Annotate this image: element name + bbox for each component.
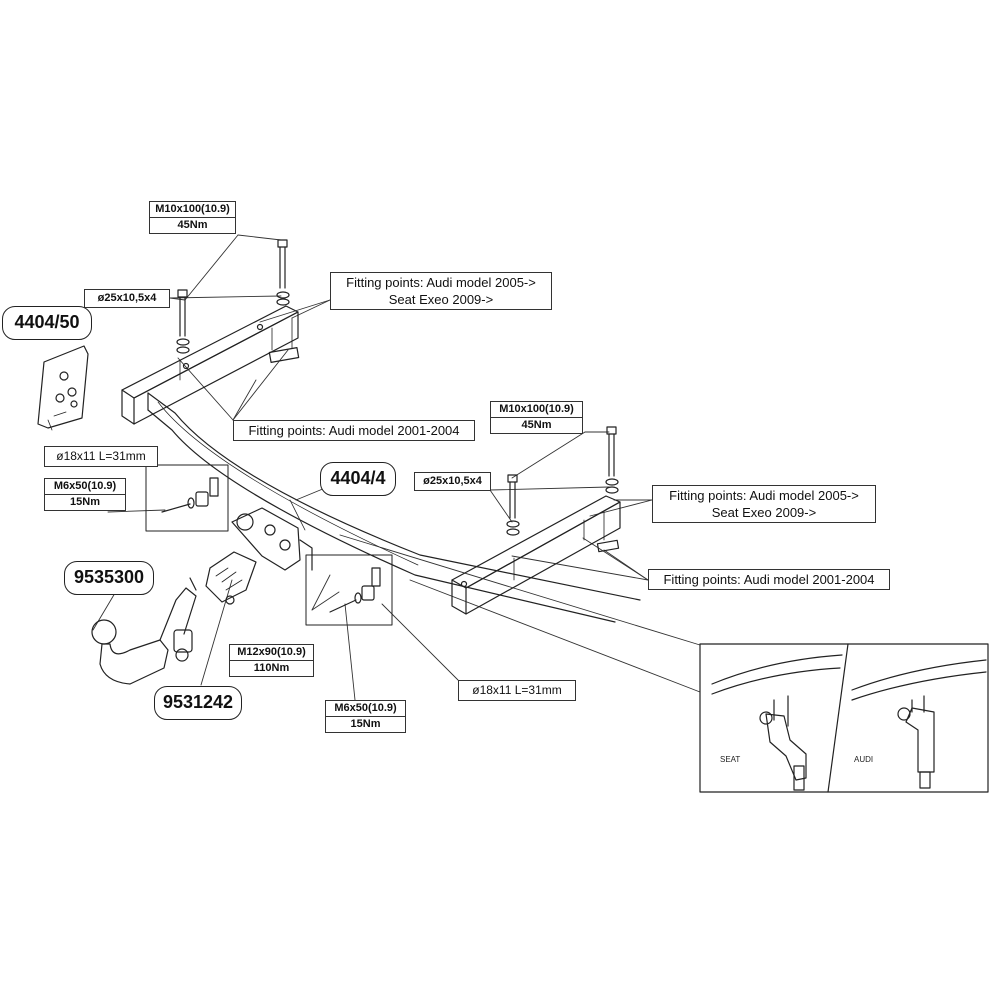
center-bolt-label: M12x90(10.9) 110Nm xyxy=(229,644,314,677)
neck-bracket xyxy=(231,507,313,571)
bolt-torque: 45Nm xyxy=(177,219,208,231)
center-spacer-detail xyxy=(305,554,393,626)
right-bracket xyxy=(451,495,621,615)
bolt-size: M10x100(10.9) xyxy=(150,202,235,218)
part-number-socket: 9531242 xyxy=(154,686,242,720)
left-spacer-label: ø18x11 L=31mm xyxy=(44,446,158,467)
socket-bracket xyxy=(205,551,257,605)
detail-label-seat: SEAT xyxy=(720,755,741,764)
bolt-torque: 45Nm xyxy=(521,419,552,431)
center-small-bolt-label: M6x50(10.9) 15Nm xyxy=(325,700,406,733)
center-spacer-label: ø18x11 L=31mm xyxy=(458,680,576,701)
crossbar xyxy=(147,392,641,623)
right-fitting-old-label: Fitting points: Audi model 2001-2004 xyxy=(648,569,890,590)
kit-bag xyxy=(37,345,89,431)
right-fitting-new-line1: Fitting points: Audi model 2005-> xyxy=(669,488,859,503)
bolt-torque: 110Nm xyxy=(253,662,290,674)
top-fitting-new-label: Fitting points: Audi model 2005-> Seat E… xyxy=(330,272,552,310)
part-number-towball: 9535300 xyxy=(64,561,154,595)
top-fitting-new-line1: Fitting points: Audi model 2005-> xyxy=(346,275,536,290)
part-number-kit: 4404/50 xyxy=(2,306,92,340)
top-bolt-spec-label: M10x100(10.9) 45Nm xyxy=(149,201,236,234)
top-fitting-new-line2: Seat Exeo 2009-> xyxy=(388,292,494,307)
left-spacer-detail xyxy=(145,464,229,532)
part-number-crossbar: 4404/4 xyxy=(320,462,396,496)
bolt-size: M12x90(10.9) xyxy=(230,645,313,661)
bolt-size: M10x100(10.9) xyxy=(491,402,582,418)
top-fitting-old-label: Fitting points: Audi model 2001-2004 xyxy=(233,420,475,441)
leader-lines xyxy=(92,234,701,701)
bolt-size: M6x50(10.9) xyxy=(45,479,125,495)
right-bolts xyxy=(506,426,619,536)
right-bolt-spec-label: M10x100(10.9) 45Nm xyxy=(490,401,583,434)
left-bracket xyxy=(121,305,300,425)
right-fitting-new-line2: Seat Exeo 2009-> xyxy=(711,505,817,520)
bolt-torque: 15Nm xyxy=(70,496,100,508)
top-washer-label: ø25x10,5x4 xyxy=(84,289,170,308)
top-bolts xyxy=(176,239,290,354)
bolt-size: M6x50(10.9) xyxy=(326,701,405,717)
right-washer-label: ø25x10,5x4 xyxy=(414,472,491,491)
left-small-bolt-label: M6x50(10.9) 15Nm xyxy=(44,478,126,511)
right-fitting-new-label: Fitting points: Audi model 2005-> Seat E… xyxy=(652,485,876,523)
detail-label-audi: AUDI xyxy=(854,755,874,764)
towball xyxy=(91,577,197,685)
bolt-torque: 15Nm xyxy=(350,718,381,730)
detail-inset xyxy=(699,643,989,793)
